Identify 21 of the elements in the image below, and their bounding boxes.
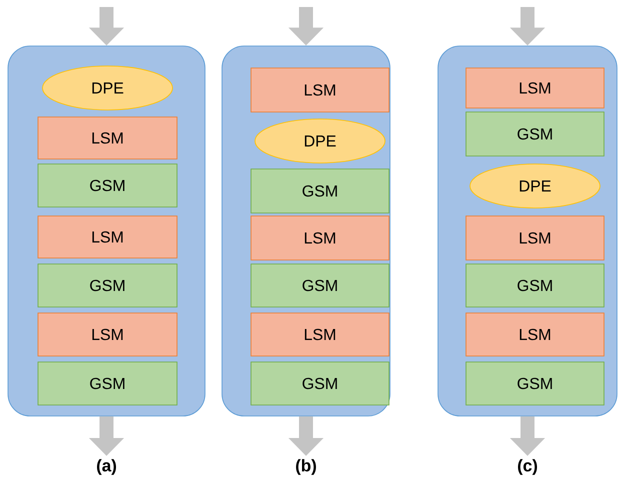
gsm-box: GSM	[466, 112, 604, 156]
panel-label: (a)	[97, 459, 116, 475]
lsm-box: LSM	[38, 216, 178, 258]
gsm-box: GSM	[250, 264, 390, 308]
panel-label: (b)	[296, 459, 316, 475]
panel-label: (c)	[518, 459, 537, 475]
gsm-box: GSM	[466, 264, 604, 308]
lsm-box: LSM	[38, 116, 178, 160]
lsm-box: LSM	[466, 68, 604, 108]
gsm-box: GSM	[38, 264, 178, 308]
gsm-box: GSM	[38, 362, 178, 406]
gsm-box: GSM	[466, 362, 604, 406]
lsm-box: LSM	[38, 312, 178, 356]
gsm-box: GSM	[250, 168, 390, 214]
lsm-box: LSM	[250, 312, 390, 356]
gsm-box: GSM	[250, 362, 390, 406]
lsm-box: LSM	[250, 216, 390, 260]
lsm-box: LSM	[466, 216, 604, 260]
lsm-box: LSM	[250, 68, 390, 112]
gsm-box: GSM	[38, 164, 178, 208]
lsm-box: LSM	[466, 312, 604, 356]
